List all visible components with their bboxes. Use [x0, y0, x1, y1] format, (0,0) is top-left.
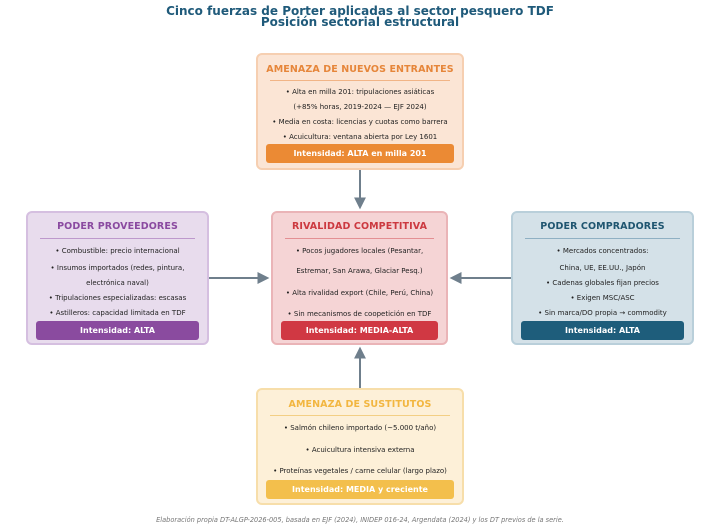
force-heading: RIVALIDAD COMPETITIVA [291, 221, 428, 232]
force-item: • Acuicultura: ventana abierta por Ley 1… [282, 133, 438, 141]
force-item: • Astilleros: capacidad limitada en TDF [49, 309, 186, 317]
force-heading: PODER PROVEEDORES [57, 221, 178, 232]
force-item: • Pocos jugadores locales (Pesantar, [295, 247, 424, 255]
force-item: • Insumos importados (redes, pintura, [50, 264, 185, 272]
heading-divider [270, 80, 450, 81]
heading-divider [525, 238, 680, 239]
source-footnote: Elaboración propia DT-ALGP-2026-005, bas… [156, 516, 564, 524]
force-item: • Tripulaciones especializadas: escasas [48, 294, 187, 302]
force-heading: AMENAZA DE SUSTITUTOS [288, 399, 432, 410]
force-heading: PODER COMPRADORES [540, 221, 665, 232]
force-item: • Alta en milla 201: tripulaciones asiát… [285, 88, 435, 96]
force-item: • Mercados concentrados: [556, 247, 649, 255]
force-item: • Media en costa: licencias y cuotas com… [272, 118, 448, 126]
diagram-title: Cinco fuerzas de Porter aplicadas al sec… [166, 4, 554, 18]
intensity-badge: Intensidad: ALTA [36, 321, 199, 340]
force-item: China, UE, EE.UU., Japón [559, 264, 646, 272]
diagram-subtitle: Posición sectorial estructural [260, 15, 460, 29]
force-competitive-rivalry: RIVALIDAD COMPETITIVA • Pocos jugadores … [271, 211, 448, 345]
force-item: electrónica naval) [86, 279, 149, 287]
force-item: (+85% horas, 2019-2024 — EJF 2024) [293, 103, 427, 111]
force-item: • Proteínas vegetales / carne celular (l… [273, 467, 447, 475]
force-item: • Acuicultura intensiva externa [305, 446, 415, 454]
force-supplier-power: PODER PROVEEDORES • Combustible: precio … [26, 211, 209, 345]
force-new-entrants: AMENAZA DE NUEVOS ENTRANTES • Alta en mi… [256, 53, 464, 170]
force-substitutes: AMENAZA DE SUSTITUTOS • Salmón chileno i… [256, 388, 464, 505]
force-item: Estremar, San Arawa, Glaciar Pesq.) [296, 267, 423, 275]
force-item: • Exigen MSC/ASC [570, 294, 635, 302]
force-heading: AMENAZA DE NUEVOS ENTRANTES [266, 64, 454, 75]
intensity-badge: Intensidad: ALTA [521, 321, 684, 340]
intensity-badge: Intensidad: MEDIA y creciente [266, 480, 454, 499]
heading-divider [40, 238, 195, 239]
force-item: • Salmón chileno importado (~5.000 t/año… [283, 424, 437, 432]
heading-divider [270, 415, 450, 416]
force-item: • Cadenas globales fijan precios [546, 279, 659, 287]
intensity-badge: Intensidad: ALTA en milla 201 [266, 144, 454, 163]
force-item: • Sin mecanismos de coopetición en TDF [287, 310, 432, 318]
force-item: • Alta rivalidad export (Chile, Perú, Ch… [285, 289, 434, 297]
force-item: • Combustible: precio internacional [55, 247, 180, 255]
force-item: • Sin marca/DO propia → commodity [538, 309, 667, 317]
heading-divider [285, 238, 434, 239]
force-buyer-power: PODER COMPRADORES • Mercados concentrado… [511, 211, 694, 345]
intensity-badge: Intensidad: MEDIA-ALTA [281, 321, 438, 340]
